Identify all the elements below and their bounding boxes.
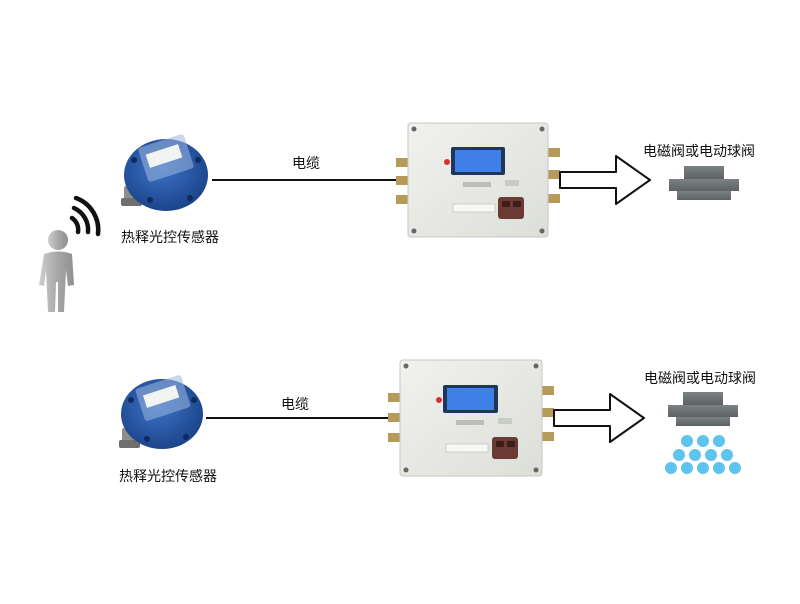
person-icon	[39, 230, 74, 312]
valve-icon	[668, 392, 738, 426]
valve-icon	[669, 166, 739, 200]
output-arrow-icon	[559, 155, 651, 205]
valve-label: 电磁阀或电动球阀	[644, 371, 756, 387]
infrared-signal-icon	[69, 195, 101, 237]
output-arrow-icon	[553, 393, 645, 443]
cable-label: 电缆	[292, 156, 320, 172]
sensor-label: 热释光控传感器	[119, 469, 217, 485]
controller-box-icon	[396, 122, 560, 238]
sensor-label: 热释光控传感器	[121, 230, 219, 246]
cable-label: 电缆	[281, 397, 309, 413]
valve-label: 电磁阀或电动球阀	[643, 144, 755, 160]
controller-box-icon	[388, 359, 554, 477]
water-spray-icon	[665, 435, 741, 474]
pir-sensor-icon	[121, 134, 208, 211]
pir-sensor-icon	[119, 375, 203, 449]
